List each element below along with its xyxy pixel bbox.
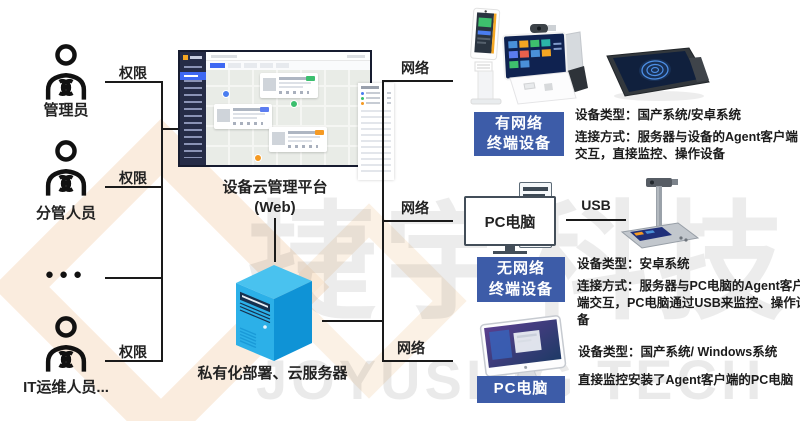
imac-computer-image xyxy=(479,315,567,392)
kiosk-device-image xyxy=(470,7,502,105)
group3-connection: 直接监控安装了Agent客户端的PC电脑 xyxy=(578,373,794,387)
device-popup-card xyxy=(260,73,318,98)
it-ops-user-label: IT运维人员... xyxy=(23,379,109,396)
connector-line xyxy=(105,186,163,188)
dashboard-menu-items xyxy=(184,66,202,158)
group3-device-type: 设备类型：国产系统/ Windows系统 xyxy=(578,345,778,359)
dashboard-device-list-panel xyxy=(358,83,394,180)
connector-line xyxy=(161,128,179,130)
group3-badge: PC电脑 xyxy=(477,376,565,403)
pc-monitor-base xyxy=(493,251,527,254)
admin-user-label: 管理员 xyxy=(43,102,89,119)
pc-monitor-stand xyxy=(505,246,515,251)
connector-line xyxy=(105,360,163,362)
pc-monitor-label: PC电脑 xyxy=(484,213,536,231)
network-label: 网络 xyxy=(401,60,429,76)
group2-description: 设备类型：安卓系统 连接方式：服务器与PC电脑的Agent客户端交互，PC电脑通… xyxy=(577,256,800,334)
group1-badge-line2: 终端设备 xyxy=(486,135,551,152)
connector-line xyxy=(382,360,453,362)
map-marker-orange xyxy=(254,154,262,162)
group2-device-type: 设备类型：安卓系统 xyxy=(577,257,690,271)
cloud-platform-screenshot xyxy=(178,50,394,180)
connector-line xyxy=(161,81,163,362)
pc-monitor-box: PC电脑 xyxy=(464,196,556,246)
connector-line xyxy=(274,218,276,262)
group3-badge-label: PC电脑 xyxy=(493,380,549,398)
manager-user-label: 分管人员 xyxy=(35,205,96,222)
permission-label: 权限 xyxy=(119,65,147,81)
it-ops-user-icon xyxy=(45,316,87,372)
fingerprint-tablet-image xyxy=(606,47,710,101)
device-popup-card xyxy=(269,127,327,152)
map-marker-green xyxy=(290,100,298,108)
usb-line xyxy=(566,219,626,221)
dashboard-active-menu-item xyxy=(180,72,206,80)
dashboard-logo-text xyxy=(190,56,202,59)
platform-title-line1: 设备云管理平台 xyxy=(222,179,328,196)
dashboard-sidebar xyxy=(180,52,206,165)
dashboard-map xyxy=(206,70,394,180)
group1-device-type: 设备类型：国产系统/安卓系统 xyxy=(575,108,741,122)
connector-line xyxy=(382,80,453,82)
connector-line xyxy=(382,220,453,222)
platform-title-line2: (Web) xyxy=(254,199,296,216)
permission-label: 权限 xyxy=(119,344,147,360)
dashboard-tabs xyxy=(206,61,370,70)
map-marker-blue xyxy=(222,90,230,98)
network-label: 网络 xyxy=(397,340,425,356)
group2-connection: 连接方式：服务器与PC电脑的Agent客户端交互，PC电脑通过USB来监控、操作… xyxy=(577,279,800,327)
server-label: 私有化部署、云服务器 xyxy=(197,365,348,382)
connector-line xyxy=(322,320,384,322)
connector-line xyxy=(105,81,163,83)
group1-badge: 有网络 终端设备 xyxy=(474,112,564,156)
manager-user-icon xyxy=(45,140,87,196)
group1-badge-line1: 有网络 xyxy=(494,114,543,132)
device-popup-card xyxy=(214,104,272,129)
more-users-ellipsis: ●●● xyxy=(44,266,88,283)
document-camera-image xyxy=(620,178,700,249)
admin-user-icon xyxy=(45,44,87,100)
permission-label: 权限 xyxy=(119,170,147,186)
group2-badge-line1: 无网络 xyxy=(496,260,545,278)
network-label: 网络 xyxy=(401,200,429,216)
dashboard-toolbar xyxy=(206,52,370,61)
group1-description: 设备类型：国产系统/安卓系统 连接方式：服务器与设备的Agent客户端交互，直接… xyxy=(575,107,800,168)
platform-title: 设备云管理平台 (Web) xyxy=(175,178,375,218)
usb-label: USB xyxy=(581,197,611,213)
group1-connection: 连接方式：服务器与设备的Agent客户端交互，直接监控、操作设备 xyxy=(575,130,798,161)
connector-line xyxy=(105,277,163,279)
pos-terminal-image xyxy=(502,24,588,105)
group3-description: 设备类型：国产系统/ Windows系统 直接监控安装了Agent客户端的PC电… xyxy=(578,344,800,394)
dashboard-logo-icon xyxy=(183,55,188,60)
group2-badge-line2: 终端设备 xyxy=(488,280,553,298)
group2-badge: 无网络 终端设备 xyxy=(477,257,565,302)
server-icon xyxy=(236,265,312,361)
